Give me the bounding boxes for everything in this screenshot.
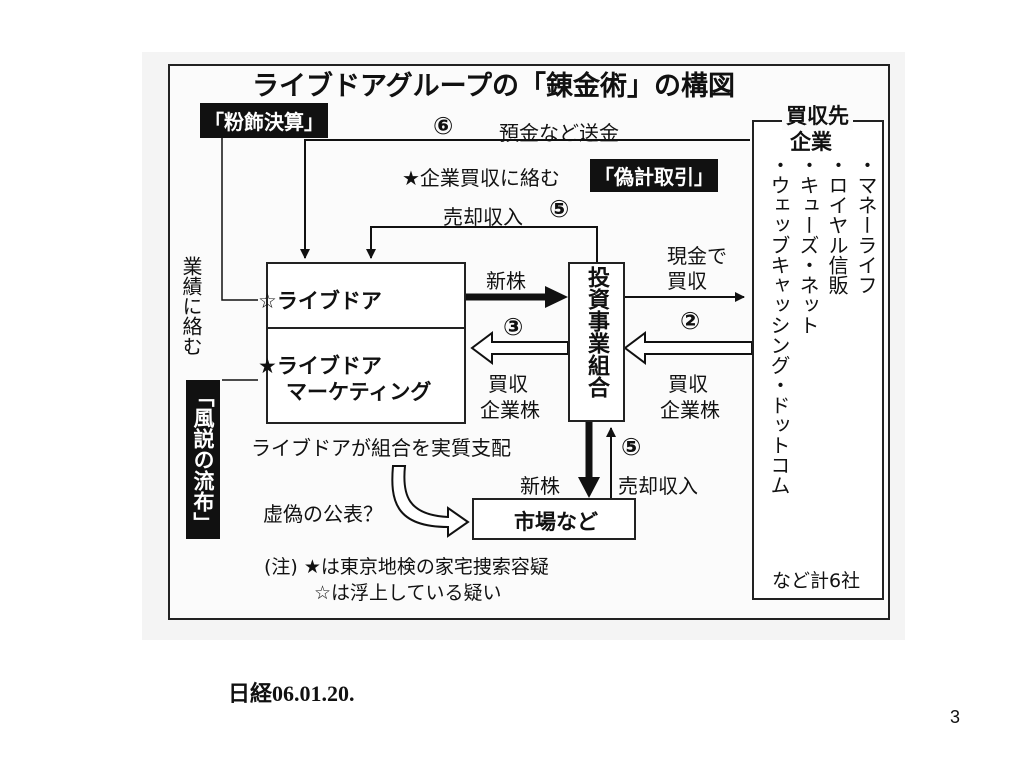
sale-income-top-text: 売却収入 — [443, 205, 523, 229]
new-shares-bottom-text: 新株 — [520, 474, 560, 498]
acquired-header-2: 企業 — [790, 130, 832, 154]
control-text: ライブドアが組合を実質支配 — [251, 436, 511, 460]
acquired-footer: など計6社 — [772, 570, 861, 592]
acquired-shares-left-arrow — [470, 331, 569, 365]
sale-income-top-number: ⑤ — [549, 195, 570, 223]
flow6-text: 預金など送金 — [499, 121, 619, 145]
livedoor-label: ☆ライブドア — [258, 289, 382, 313]
false-announcement-arrow — [391, 465, 470, 538]
acquired-shares-left-2: 企業株 — [480, 398, 540, 422]
acquired-list: ・マネーライフ ・ロイヤル信販 ・キューズ・ネット ・ウェッブキャッシング・ドッ… — [760, 155, 880, 535]
acquired-item-royal-shinpan: ・ロイヤル信販 — [825, 155, 849, 295]
flow5-bottom-number: ⑤ — [621, 433, 642, 461]
acquired-companies-box — [752, 120, 884, 600]
flow6-arrow — [300, 139, 750, 259]
gyoseki-vertical-text: 業績に絡む — [179, 256, 203, 356]
cash-label-2: 買収 — [667, 269, 707, 293]
acquired-item-web-cashing: ・ウェッブキャッシング・ドットコム — [767, 155, 791, 495]
acquired-shares-right-2: 企業株 — [660, 398, 720, 422]
sale-income-top-arrow — [366, 226, 598, 262]
page-number: 3 — [950, 707, 961, 727]
acquired-shares-right-arrow — [623, 331, 753, 365]
ldm-label-line1: ★ライブドア — [258, 354, 382, 378]
new-shares-arrow-head — [545, 286, 568, 308]
false-announcement-text: 虚偽の公表？ — [263, 502, 383, 526]
market-label: 市場など — [514, 510, 598, 534]
note-line-1: (注) ★は東京地検の家宅捜索容疑 — [264, 556, 549, 578]
corporate-acquisition-text: ★企業買収に絡む — [402, 166, 560, 190]
sale-income-bottom-text: 売却収入 — [618, 474, 698, 498]
source-caption: 日経06.01.20. — [228, 681, 355, 706]
cash-label-1: 現金で — [667, 244, 727, 268]
flow6-number: ⑥ — [433, 112, 454, 140]
new-shares-down-head — [578, 477, 600, 498]
acquired-header-1: 買収先 — [782, 100, 853, 130]
gikei-label: 「偽計取引」 — [590, 159, 718, 192]
diagram-title: ライブドアグループの「錬金術」の構図 — [252, 71, 736, 102]
acquired-item-moneylife: ・マネーライフ — [854, 155, 878, 295]
acquired-shares-left-1: 買収 — [488, 372, 528, 396]
acquired-shares-right-1: 買収 — [668, 372, 708, 396]
funshoku-line — [221, 132, 258, 301]
flow2-number: ② — [680, 307, 701, 335]
fuusetsu-label: 「風説の流布」 — [186, 380, 220, 539]
livedoor-box — [266, 262, 466, 424]
market-box — [472, 498, 636, 540]
investment-fund-label: 投資事業組合 — [584, 266, 609, 398]
acquired-item-qs-net: ・キューズ・ネット — [796, 155, 820, 335]
funshoku-label: 「粉飾決算」 — [200, 103, 328, 138]
flow3-number: ③ — [503, 313, 524, 341]
ldm-label-line2: マーケティング — [286, 380, 432, 404]
investment-fund-box — [568, 262, 625, 422]
note-line-2: ☆は浮上している疑い — [314, 582, 502, 604]
livedoor-divider — [266, 327, 466, 329]
new-shares-top-text: 新株 — [486, 269, 526, 293]
